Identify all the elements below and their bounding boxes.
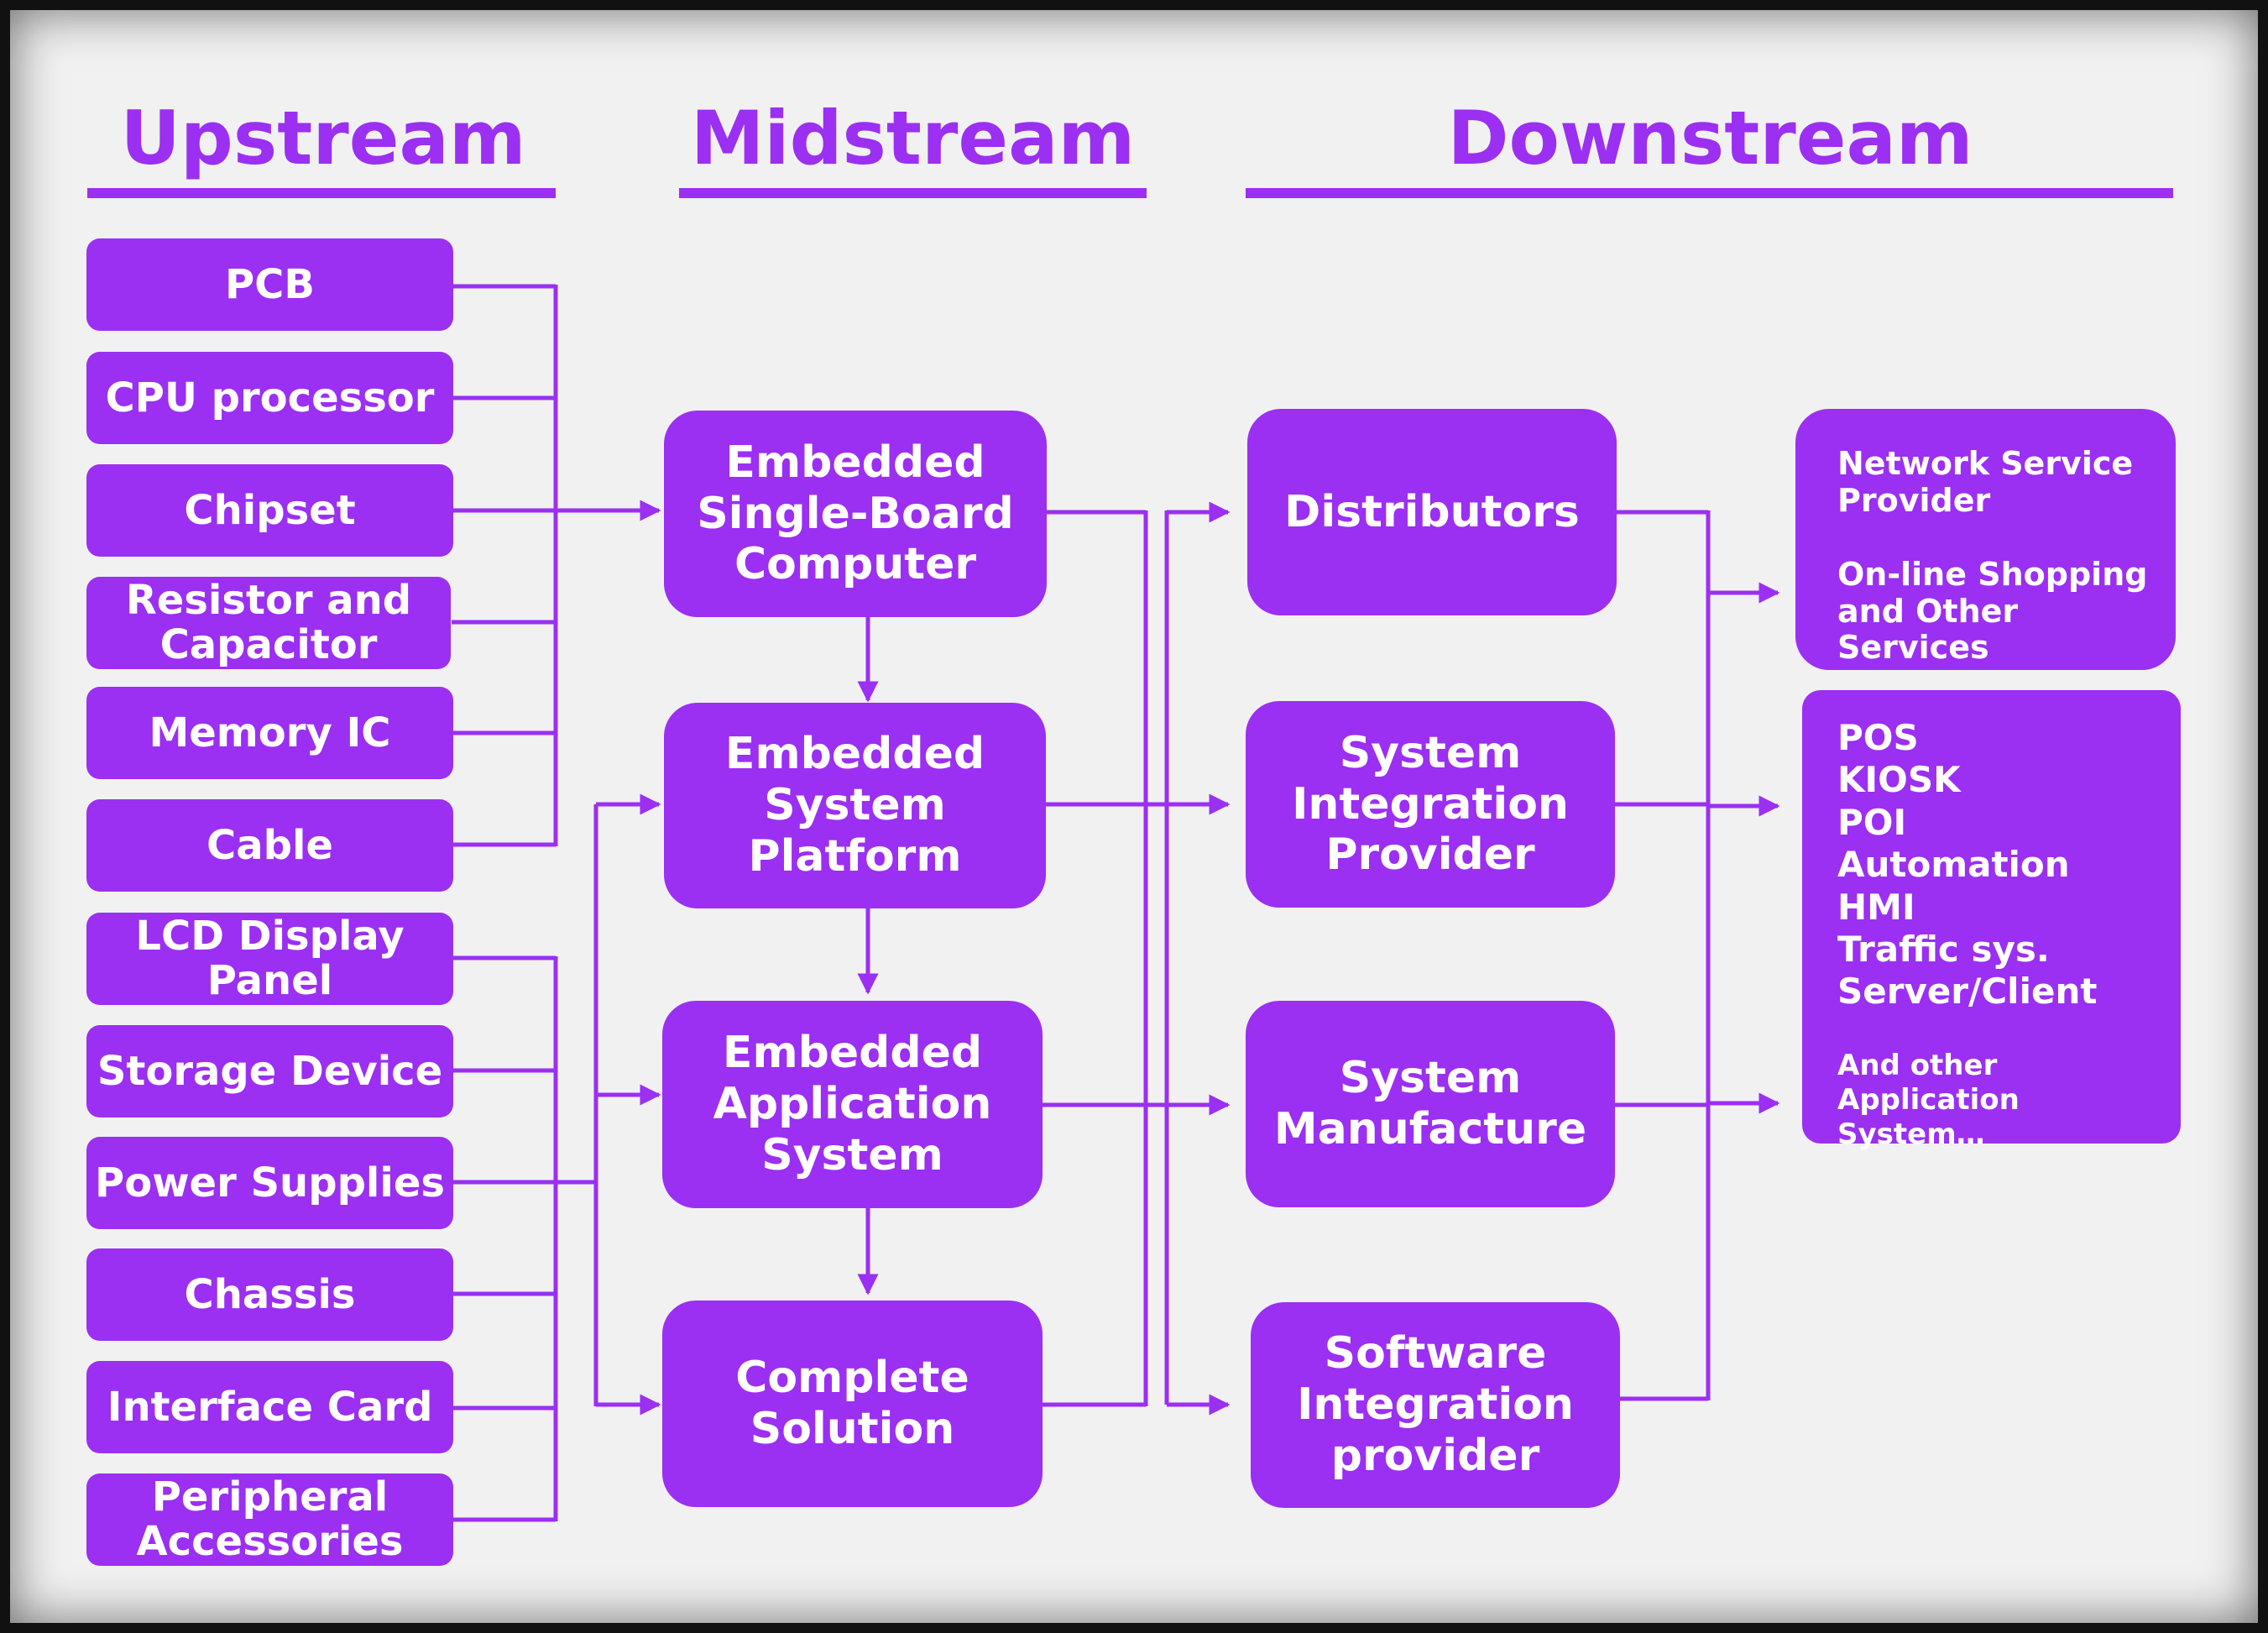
applications-other: And other Application System…: [1837, 1049, 2020, 1151]
downstream-box-distributors: Distributors: [1247, 409, 1617, 615]
header-upstream-rule: [87, 188, 556, 198]
upstream-box-resistor-capacitor: Resistor and Capacitor: [86, 577, 451, 669]
header-downstream-rule: [1246, 188, 2173, 198]
downstream-box-system-manufacture: System Manufacture: [1246, 1001, 1615, 1207]
upstream-box-chassis: Chassis: [86, 1248, 453, 1341]
services-box: Network Service Provider On-line Shoppin…: [1795, 409, 2176, 670]
header-midstream-rule: [679, 188, 1147, 198]
applications-box: POS KIOSK POI Automation HMI Traffic sys…: [1802, 690, 2181, 1151]
downstream-box-software-integration-provider: Software Integration provider: [1251, 1302, 1620, 1508]
upstream-box-cpu-processor: CPU processor: [86, 352, 453, 444]
downstream-box-system-integration-provider: System Integration Provider: [1246, 701, 1615, 908]
upstream-box-pcb: PCB: [86, 238, 453, 331]
midstream-box-system-platform: Embedded System Platform: [664, 703, 1046, 908]
midstream-box-complete-solution: Complete Solution: [662, 1301, 1043, 1507]
upstream-box-peripheral-accessories: Peripheral Accessories: [86, 1473, 453, 1566]
upstream-box-power-supplies: Power Supplies: [86, 1137, 453, 1229]
upstream-box-memory-ic: Memory IC: [86, 687, 453, 779]
services-network-provider: Network Service Provider: [1837, 445, 2134, 519]
upstream-box-storage-device: Storage Device: [86, 1025, 453, 1117]
midstream-box-single-board-computer: Embedded Single-Board Computer: [664, 411, 1047, 617]
upstream-box-chipset: Chipset: [86, 464, 453, 557]
midstream-box-application-system: Embedded Application System: [662, 1001, 1043, 1208]
upstream-box-lcd-display-panel: LCD Display Panel: [86, 913, 453, 1005]
header-upstream: Upstream: [120, 95, 526, 181]
upstream-box-cable: Cable: [86, 799, 453, 892]
header-downstream: Downstream: [1447, 95, 1973, 181]
services-online-shopping: On-line Shopping and Other Services: [1837, 556, 2148, 667]
header-midstream: Midstream: [690, 95, 1136, 181]
upstream-box-interface-card: Interface Card: [86, 1361, 453, 1453]
applications-list: POS KIOSK POI Automation HMI Traffic sys…: [1837, 717, 2098, 1013]
